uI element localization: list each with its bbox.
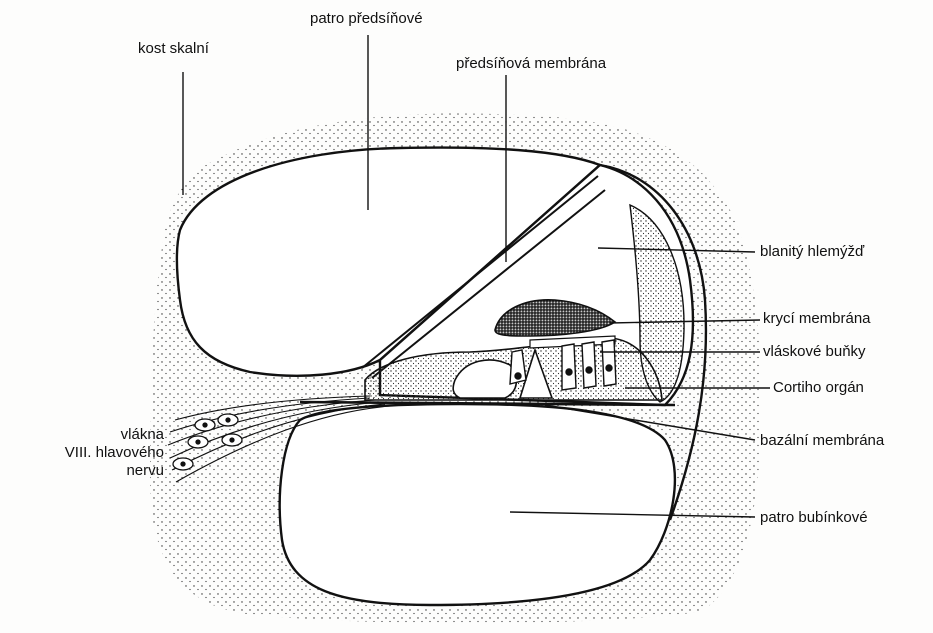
outer-hair-cell-1 [562,344,576,390]
label-vestibular-membrane: předsíňová membrána [456,55,606,73]
label-nerve-fibers-line2: VIII. hlavového [30,444,164,462]
label-petrous-bone: kost skalní [138,40,209,58]
label-organ-of-corti: Cortiho orgán [773,379,864,397]
label-scala-tympani: patro bubínkové [760,509,868,527]
label-tectorial-membrane: krycí membrána [763,310,871,328]
label-nerve-fibers-line3: nervu [30,462,164,480]
scala-tympani [280,404,675,605]
label-scala-vestibuli: patro předsíňové [310,10,423,28]
label-cochlear-duct: blanitý hlemýžď [760,243,864,261]
label-nerve-fibers: vlákna VIII. hlavového nervu [30,426,164,480]
label-basilar-membrane: bazální membrána [760,432,884,450]
outer-hair-cell-2 [582,342,596,388]
label-hair-cells: vláskové buňky [763,343,866,361]
outer-hair-cell-3 [602,340,616,386]
label-nerve-fibers-line1: vlákna [30,426,164,444]
